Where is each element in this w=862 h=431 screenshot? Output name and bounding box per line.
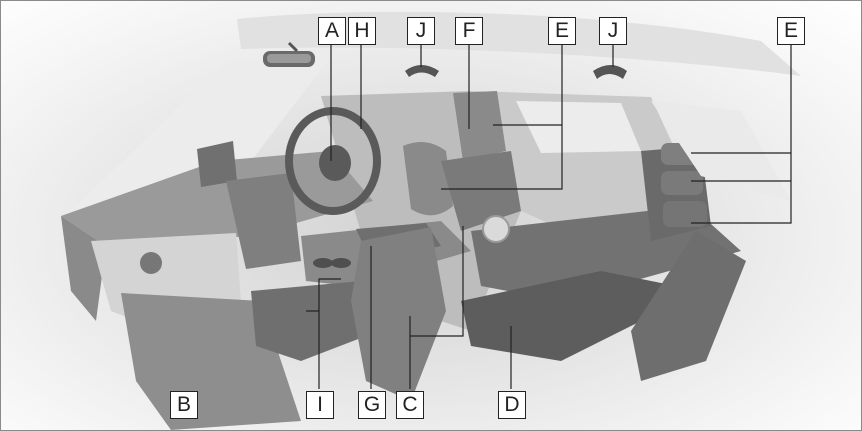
left-air-vent (140, 252, 162, 274)
callout-g: G (358, 391, 386, 419)
callout-j-right: J (599, 17, 627, 45)
door-speaker (483, 216, 509, 242)
callout-f: F (455, 17, 483, 45)
navigation-display (197, 141, 237, 187)
assist-grip-left (405, 65, 439, 77)
callout-i: I (306, 391, 334, 419)
callout-j-left: J (407, 17, 435, 45)
callout-d: D (498, 391, 526, 419)
callout-e-right: E (777, 17, 805, 45)
callout-e-upper: E (548, 17, 576, 45)
callout-b: B (170, 391, 198, 419)
callout-a: A (318, 17, 346, 45)
cup-holder-rear (331, 258, 351, 268)
cup-holder-front (313, 258, 333, 268)
rear-headrest-2 (661, 171, 703, 195)
assist-grip-right (593, 65, 627, 79)
callout-h: H (348, 17, 376, 45)
callout-c: C (396, 391, 424, 419)
